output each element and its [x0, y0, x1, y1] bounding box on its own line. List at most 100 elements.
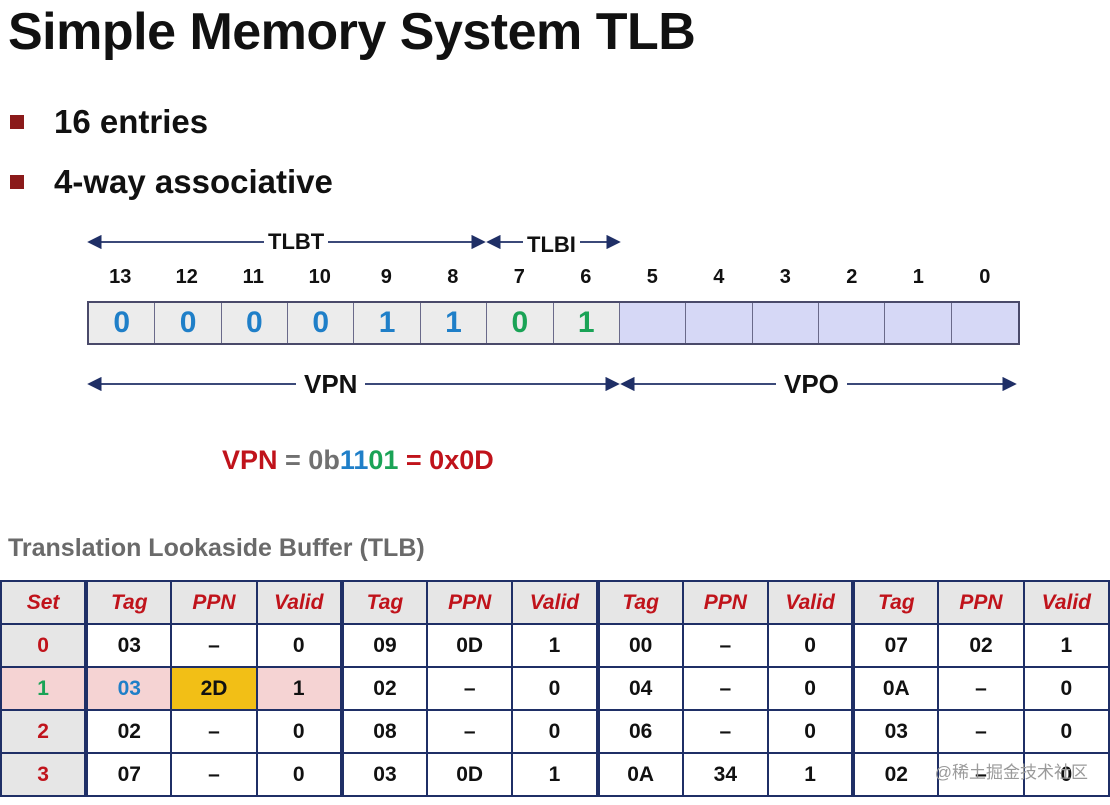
vpn-label: VPN — [296, 369, 366, 400]
bit-cell — [752, 303, 819, 343]
bit-cell — [686, 303, 753, 343]
column-header: Set — [0, 580, 88, 625]
vpn-formula: VPN = 0b1101 = 0x0D — [222, 445, 494, 476]
table-cell: 02 — [937, 623, 1025, 668]
bit-cell — [619, 303, 687, 343]
table-cell: – — [170, 623, 258, 668]
table-cell: 04 — [595, 666, 684, 711]
table-cell: 0 — [255, 623, 343, 668]
tlbi-label: TLBI — [523, 232, 580, 258]
column-header: Valid — [255, 580, 343, 625]
set-cell: 3 — [0, 752, 88, 797]
formula-vpn: VPN — [222, 445, 278, 475]
bullet-item: 4-way associative — [10, 163, 333, 201]
table-cell: 02 — [339, 666, 429, 711]
bit-cell: 1 — [420, 303, 488, 343]
bit-cell: 1 — [553, 303, 620, 343]
column-header: Tag — [339, 580, 429, 625]
bit-cell: 0 — [155, 303, 222, 343]
bit-cell — [885, 303, 952, 343]
bit-cell: 0 — [221, 303, 289, 343]
table-row: 3 07 – 0 03 0D 1 0A 34 1 02 – 0 — [0, 752, 1110, 797]
bit-number: 5 — [646, 266, 658, 288]
table-cell: 2D — [170, 666, 258, 711]
table-cell: – — [426, 709, 514, 754]
set-cell: 0 — [0, 623, 88, 668]
bit-cell: 0 — [89, 303, 156, 343]
table-cell: 1 — [1022, 623, 1110, 668]
table-cell: 34 — [681, 752, 769, 797]
set-cell: 2 — [0, 709, 88, 754]
table-cell: 1 — [766, 752, 855, 797]
table-cell: 1 — [511, 623, 599, 668]
column-header: Valid — [766, 580, 855, 625]
formula-tag-bits: 11 — [339, 445, 369, 475]
table-cell: 0 — [255, 752, 343, 797]
bit-number: 3 — [779, 266, 791, 288]
table-cell: 0D — [426, 752, 514, 797]
table-cell: 0A — [851, 666, 940, 711]
table-row: 0 03 – 0 09 0D 1 00 – 0 07 02 1 — [0, 623, 1110, 668]
table-cell: 0 — [766, 666, 855, 711]
bit-cell: 0 — [487, 303, 554, 343]
table-cell: 1 — [255, 666, 343, 711]
table-cell: 02 — [851, 752, 940, 797]
vpo-label: VPO — [776, 369, 847, 400]
bit-number: 0 — [979, 266, 991, 288]
bit-number: 6 — [580, 266, 592, 288]
bit-number: 1 — [912, 266, 924, 288]
table-cell: 03 — [339, 752, 429, 797]
table-cell: 1 — [511, 752, 599, 797]
bit-number: 11 — [242, 266, 264, 288]
watermark: @稀土掘金技术社区 — [934, 763, 1088, 782]
table-cell: 0 — [766, 623, 855, 668]
table-cell: 0 — [1022, 752, 1110, 797]
formula-index-bits: 01 — [368, 445, 399, 475]
table-cell: 00 — [595, 623, 684, 668]
bit-number: 7 — [513, 266, 525, 288]
bit-cell — [951, 303, 1019, 343]
table-cell: – — [170, 709, 258, 754]
bit-number: 12 — [175, 266, 198, 288]
bit-number: 13 — [109, 266, 132, 288]
table-cell: 08 — [339, 709, 429, 754]
bit-number: 9 — [380, 266, 392, 288]
bullet-text: 16 entries — [54, 103, 209, 140]
formula-eq1: = 0b — [277, 445, 340, 475]
table-cell: 03 — [84, 623, 173, 668]
table-header-row: Set Tag PPN Valid Tag PPN Valid Tag PPN … — [0, 580, 1110, 625]
table-cell: 02 — [84, 709, 173, 754]
table-cell: – — [681, 623, 769, 668]
tlb-caption: Translation Lookaside Buffer (TLB) — [8, 534, 425, 562]
column-header: Tag — [595, 580, 684, 625]
table-cell: – — [937, 709, 1025, 754]
bit-number: 2 — [846, 266, 858, 288]
table-cell: 09 — [339, 623, 429, 668]
table-cell: – — [937, 752, 1025, 797]
bit-numbers: 13 12 11 10 9 8 7 6 5 4 3 2 1 0 — [87, 266, 1018, 289]
column-header: PPN — [681, 580, 769, 625]
bullet-square-icon — [10, 115, 24, 129]
bit-number: 8 — [447, 266, 459, 288]
bit-cell — [818, 303, 886, 343]
bit-cell: 1 — [354, 303, 421, 343]
column-header: PPN — [170, 580, 258, 625]
table-cell: 03 — [84, 666, 173, 711]
table-cell: – — [937, 666, 1025, 711]
bit-number: 10 — [308, 266, 331, 288]
table-cell: 0 — [1022, 709, 1110, 754]
bit-cell: 0 — [288, 303, 355, 343]
bullet-text: 4-way associative — [54, 163, 333, 200]
bit-number: 4 — [713, 266, 725, 288]
table-cell: 0 — [1022, 666, 1110, 711]
table-cell: – — [681, 709, 769, 754]
table-cell: 06 — [595, 709, 684, 754]
table-row-highlighted: 1 03 2D 1 02 – 0 04 – 0 0A – 0 — [0, 666, 1110, 711]
tlb-table: Set Tag PPN Valid Tag PPN Valid Tag PPN … — [0, 580, 1110, 797]
table-cell: 0D — [426, 623, 514, 668]
virtual-address-bits: 0 0 0 0 1 1 0 1 — [87, 301, 1020, 345]
table-cell: – — [170, 752, 258, 797]
table-row: 2 02 – 0 08 – 0 06 – 0 03 – 0 — [0, 709, 1110, 754]
table-cell: – — [426, 666, 514, 711]
table-cell: – — [681, 666, 769, 711]
